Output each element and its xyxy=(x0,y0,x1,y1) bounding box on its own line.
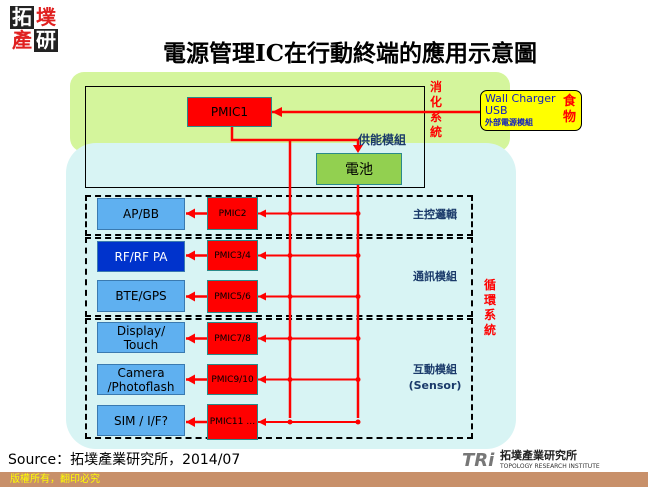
pmic-box: PMIC7/8 xyxy=(207,322,258,355)
junction-dot xyxy=(287,294,293,299)
device-box: RF/RF PA xyxy=(97,241,185,272)
external-power-module: Wall Charger USB 外部電源模組 食物 xyxy=(480,90,582,131)
logo-char: 拓 xyxy=(10,5,34,29)
junction-dot xyxy=(287,419,293,425)
group-label-interaction: 互動模組 xyxy=(413,363,457,376)
arrow-pmic xyxy=(258,251,266,260)
pmic-box: PMIC9/10 xyxy=(207,364,258,395)
junction-dot xyxy=(355,377,361,382)
device-box: AP/BB xyxy=(97,198,185,230)
group-frame-main-logic xyxy=(85,195,473,236)
junction-dot xyxy=(287,253,293,258)
arrow-device xyxy=(186,208,195,219)
junction-dot xyxy=(287,336,293,341)
pmic1-box: PMIC1 xyxy=(187,97,272,127)
charger-line3: 外部電源模組 xyxy=(485,118,533,127)
device-box: Camera /Photoflash xyxy=(97,364,185,395)
arrow-device xyxy=(186,374,195,385)
junction-dot xyxy=(355,294,361,299)
charger-line1: Wall Charger xyxy=(485,92,556,105)
arrow-device xyxy=(186,291,195,302)
consumption-label: 消化系統 xyxy=(430,80,443,139)
brand-logo: TRi xyxy=(462,450,495,471)
wire-pmic1-battery xyxy=(230,127,360,150)
group-sublabel-interaction: (Sensor) xyxy=(408,379,462,392)
battery-box: 電池 xyxy=(316,153,402,185)
junction-dot xyxy=(355,419,361,425)
device-box: Display/ Touch xyxy=(97,322,185,353)
circulation-label: 循環系統 xyxy=(484,278,497,337)
brand-name-en: TOPOLOGY RESEARCH INSTITUTE xyxy=(500,463,600,470)
power-module-label: 供能模組 xyxy=(358,133,407,147)
arrow-pmic xyxy=(258,209,266,218)
logo-char: 研 xyxy=(34,28,58,52)
arrow-pmic xyxy=(258,375,266,384)
logo-char: 墣 xyxy=(36,5,56,29)
arrow-pmic xyxy=(258,292,266,301)
arrow-battery xyxy=(353,145,363,153)
pmic-box: PMIC3/4 xyxy=(207,240,258,271)
arrow-device xyxy=(186,417,195,427)
group-label-communication: 通訊模組 xyxy=(413,270,457,283)
arrow-pmic xyxy=(258,334,266,343)
device-box: SIM / I/F? xyxy=(97,405,185,436)
food-label: 食物 xyxy=(563,94,577,125)
page-title: 電源管理IC在行動終端的應用示意圖 xyxy=(162,40,538,67)
power-supply-frame xyxy=(85,86,425,188)
logo-char: 產 xyxy=(12,28,32,52)
pmic-box: PMIC5/6 xyxy=(207,280,258,313)
device-box: BTE/GPS xyxy=(97,280,185,312)
group-label-main-logic: 主控邏輯 xyxy=(413,208,457,221)
source-note: Source：拓墣產業研究所，2014/07 xyxy=(8,452,241,468)
pmic-box: PMIC2 xyxy=(207,197,258,230)
arrow-device xyxy=(186,333,195,344)
junction-dot xyxy=(355,253,361,258)
group-frame-communication xyxy=(85,237,473,317)
junction-dot xyxy=(287,377,293,382)
arrow-device xyxy=(186,250,195,261)
arrow-pmic xyxy=(258,418,266,426)
group-frame-interaction xyxy=(85,318,473,439)
copyright-footer: 版權所有，翻印必究 xyxy=(0,472,648,487)
charger-line2: USB xyxy=(485,104,508,117)
junction-dot xyxy=(287,211,293,216)
junction-dot xyxy=(355,336,361,341)
brand-name-zh: 拓墣產業研究所 xyxy=(500,449,577,462)
logo: 拓墣產研 xyxy=(10,6,62,52)
pmic-box: PMIC11 … xyxy=(207,404,258,440)
junction-dot xyxy=(355,211,361,216)
arrow-pmic1 xyxy=(272,107,282,117)
